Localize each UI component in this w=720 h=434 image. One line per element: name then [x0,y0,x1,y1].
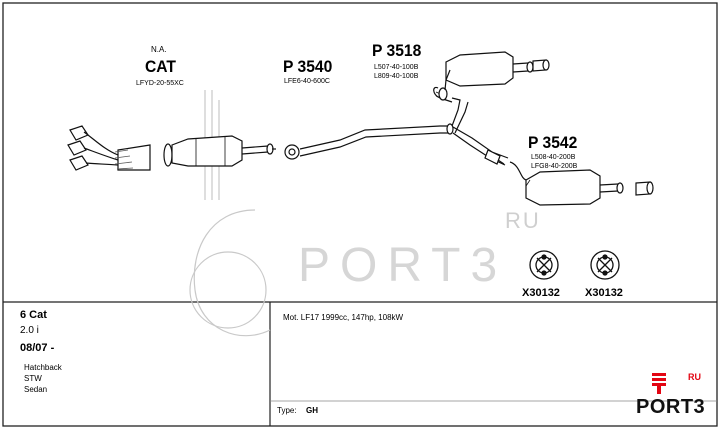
engine-title: 6 Cat [20,309,47,321]
motor-info: Mot. LF17 1999cc, 147hp, 108kW [283,313,404,322]
flange-ring [284,144,300,160]
brand-logo-mark [652,373,666,394]
watermark-text: PORT3 [298,239,508,292]
brand-logo-text: PORT3 [636,396,706,418]
front-catalyst-assembly [67,125,276,171]
cat-note: N.A. [151,45,167,54]
watermark-graphic [189,90,271,337]
hanger-icon-1 [529,250,559,280]
muffler-p3518 [433,51,550,103]
p3542-code-2: LFG8-40-200B [531,163,578,170]
p3518-code-1: L507-40-100B [374,64,419,71]
muffler-p3542 [509,161,654,206]
cat-code: LFYD-20-55XC [136,80,184,87]
y-pipe [451,97,509,166]
outer-frame [2,2,718,427]
production-date: 08/07 - [20,342,55,354]
center-pipe-p3540 [299,123,454,157]
p3540-title: P 3540 [283,57,333,76]
hanger-icon-2 [590,250,620,280]
engine-displacement: 2.0 i [20,325,39,336]
p3542-title: P 3542 [528,133,578,152]
cat-title: CAT [145,57,176,76]
brand-logo-ru: RU [688,372,701,382]
type-value: GH [306,406,318,415]
type-label: Type: [277,406,297,415]
p3518-title: P 3518 [372,41,422,60]
p3542-code-1: L508-40-200B [531,154,576,161]
body-type-1: Hatchback [24,363,62,372]
body-type-2: STW [24,374,42,383]
p3518-code-2: L809-40-100B [374,73,419,80]
hanger-label-1: X30132 [522,287,560,299]
p3540-code: LFE6-40-600C [284,78,330,85]
hanger-label-2: X30132 [585,287,623,299]
body-type-3: Sedan [24,385,48,394]
watermark-ru: RU [505,208,541,233]
